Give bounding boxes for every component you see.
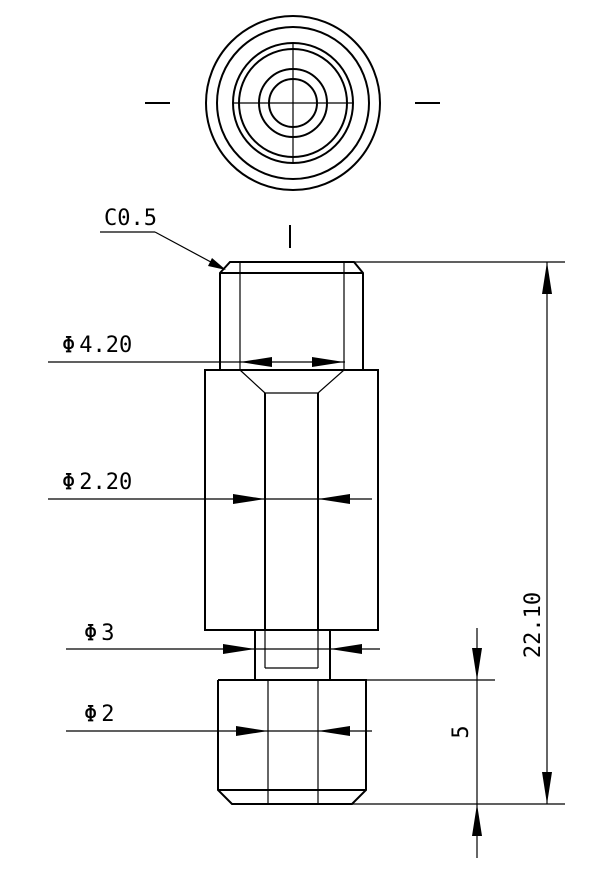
top-view xyxy=(145,15,440,191)
dim-dia-top-arrow-left xyxy=(240,357,272,367)
chamfer-label: C0.5 xyxy=(104,206,157,231)
chamfer-callout: C0.5 xyxy=(100,206,226,270)
dim-length-bottom: 5 xyxy=(366,628,495,858)
dim-dia-bottom-value: 2 xyxy=(101,702,114,727)
chamfer-arrowhead xyxy=(208,258,226,270)
dim-length-total-value: 22.10 xyxy=(521,592,546,658)
dim-dia-neck-arrow-left xyxy=(223,644,255,654)
dim-length-total-arrow-top xyxy=(542,262,552,294)
diameter-symbol: Φ xyxy=(84,621,97,646)
dim-dia-body-arrow-right xyxy=(318,494,350,504)
diameter-symbol: Φ xyxy=(62,470,75,495)
dim-dia-bottom-arrow-right xyxy=(318,726,350,736)
svg-text:Φ3: Φ3 xyxy=(84,621,115,646)
diameter-symbol: Φ xyxy=(84,702,97,727)
head-outline xyxy=(219,261,364,370)
svg-text:Φ4.20: Φ4.20 xyxy=(62,333,132,358)
dim-length-total: 22.10 xyxy=(352,261,565,805)
nut-outline xyxy=(217,679,367,805)
dim-dia-top-value: 4.20 xyxy=(79,333,132,358)
svg-text:Φ2.20: Φ2.20 xyxy=(62,470,132,495)
dim-length-bottom-value: 5 xyxy=(449,725,474,738)
front-view xyxy=(204,261,379,805)
svg-text:Φ2: Φ2 xyxy=(84,702,115,727)
dim-length-total-arrow-bottom xyxy=(542,772,552,804)
dim-length-bottom-arrow-top xyxy=(472,648,482,680)
dim-length-bottom-arrow-bottom xyxy=(472,804,482,836)
dim-dia-neck-arrow-right xyxy=(330,644,362,654)
top-view-ring-1 xyxy=(216,26,370,180)
diameter-symbol: Φ xyxy=(62,333,75,358)
top-view-outer-circle xyxy=(205,15,381,191)
body-cone xyxy=(239,369,345,394)
body-outline xyxy=(204,369,379,631)
dim-dia-top-arrow-right xyxy=(312,357,344,367)
dim-dia-body-arrow-left xyxy=(233,494,265,504)
dim-dia-body-value: 2.20 xyxy=(79,470,132,495)
dim-dia-bottom-arrow-left xyxy=(236,726,268,736)
dim-dia-neck-value: 3 xyxy=(101,621,114,646)
